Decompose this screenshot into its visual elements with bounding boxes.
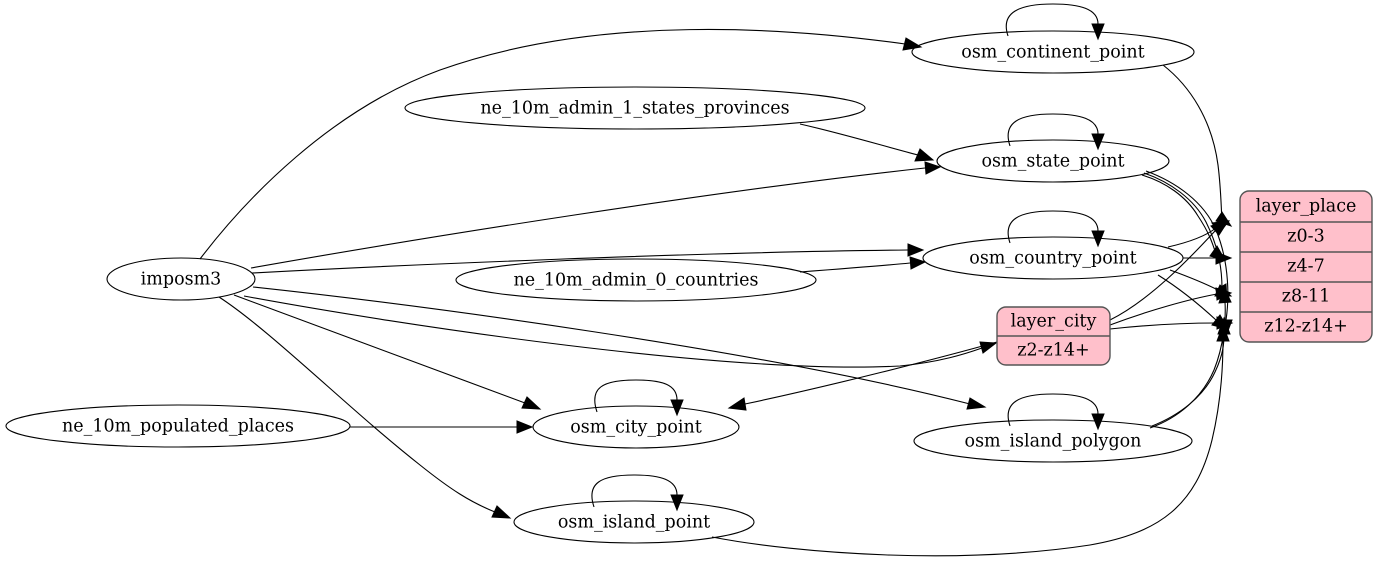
edge-imposm3-to-osm_city_point: [233, 294, 542, 410]
edge-osm_country_point-self-loop: [1007, 210, 1105, 248]
nodes-layer: imposm3 ne_10m_admin_1_states_provinces …: [5, 30, 1195, 544]
edge-osm_island_point-to-layer_place-z12-z14: [711, 323, 1230, 557]
edge-imposm3-to-osm_continent_point: [199, 28, 923, 260]
edge-ne_admin_0_countries-to-osm_country_point: [799, 256, 927, 273]
edge-osm_state_point-self-loop: [1007, 113, 1105, 151]
edge-layer_city-to-osm_city_point: [727, 341, 998, 411]
node-label-ne-admin-0-countries: ne_10m_admin_0_countries: [514, 271, 759, 291]
edge-osm_island_polygon-self-loop: [1007, 393, 1105, 431]
edge-imposm3-to-osm_island_polygon: [252, 286, 987, 410]
node-ne_10m_admin_1_states_provinces[interactable]: ne_10m_admin_1_states_provinces: [404, 86, 866, 130]
record-node-layer_place[interactable]: layer_place z0-3 z4-7 z8-11 z12-z14+: [1239, 190, 1373, 343]
edge-ne_states_provinces-to-osm_state_point: [799, 123, 935, 162]
record-title-layer_place: layer_place: [1256, 197, 1357, 217]
edges-layer: [199, 3, 1234, 557]
node-osm_continent_point[interactable]: osm_continent_point: [911, 30, 1195, 74]
node-label-osm-continent-point: osm_continent_point: [961, 43, 1144, 63]
record-row-layer_place-z0-3[interactable]: z0-3: [1287, 227, 1324, 247]
edge-imposm3-to-layer_city: [243, 295, 998, 368]
edge-osm_island_point-self-loop: [591, 474, 684, 512]
edge-osm_state_point-to-layer_place-z4-7: [1141, 174, 1227, 261]
record-title-layer_city: layer_city: [1011, 312, 1097, 332]
node-label-osm-island-polygon: osm_island_polygon: [965, 432, 1142, 452]
edge-layer_city-to-layer_place-z8-11: [1109, 287, 1233, 326]
edge-imposm3-to-osm_country_point: [251, 243, 925, 274]
node-label-osm-city-point: osm_city_point: [570, 418, 702, 438]
record-nodes-layer: layer_city z2-z14+ layer_place z0-3 z4-7…: [996, 190, 1373, 366]
record-row-layer_place-z12-z14[interactable]: z12-z14+: [1264, 317, 1348, 337]
node-label-osm-country-point: osm_country_point: [969, 249, 1136, 269]
node-osm_country_point[interactable]: osm_country_point: [922, 236, 1184, 280]
record-row-layer_city-z2-z14[interactable]: z2-z14+: [1017, 341, 1089, 361]
edge-imposm3-to-osm_island_point: [218, 296, 512, 519]
edge-osm_city_point-self-loop: [594, 379, 684, 417]
node-label-ne-states-provinces: ne_10m_admin_1_states_provinces: [480, 99, 789, 119]
edge-osm_continent_point-self-loop: [1005, 3, 1105, 41]
node-osm_state_point[interactable]: osm_state_point: [936, 139, 1170, 183]
record-row-layer_place-z4-7[interactable]: z4-7: [1287, 257, 1324, 277]
edge-ne_populated_places-to-osm_city_point: [350, 420, 534, 434]
node-osm_city_point[interactable]: osm_city_point: [532, 405, 740, 449]
edge-layer_city-to-layer_place-z0-3: [1109, 220, 1230, 321]
node-osm_island_point[interactable]: osm_island_point: [513, 500, 755, 544]
node-label-osm-state-point: osm_state_point: [981, 152, 1124, 172]
node-label-osm-island-point: osm_island_point: [558, 513, 710, 533]
node-imposm3[interactable]: imposm3: [106, 257, 256, 301]
record-node-layer_city[interactable]: layer_city z2-z14+: [996, 306, 1111, 366]
node-osm_island_polygon[interactable]: osm_island_polygon: [913, 419, 1193, 463]
edge-imposm3-to-osm_state_point: [250, 161, 942, 269]
node-ne_10m_populated_places[interactable]: ne_10m_populated_places: [5, 404, 351, 448]
record-row-layer_place-z8-11[interactable]: z8-11: [1282, 287, 1331, 307]
node-ne_10m_admin_0_countries[interactable]: ne_10m_admin_0_countries: [455, 258, 817, 302]
node-label-imposm3: imposm3: [141, 270, 222, 290]
node-label-ne-populated-places: ne_10m_populated_places: [62, 417, 294, 437]
